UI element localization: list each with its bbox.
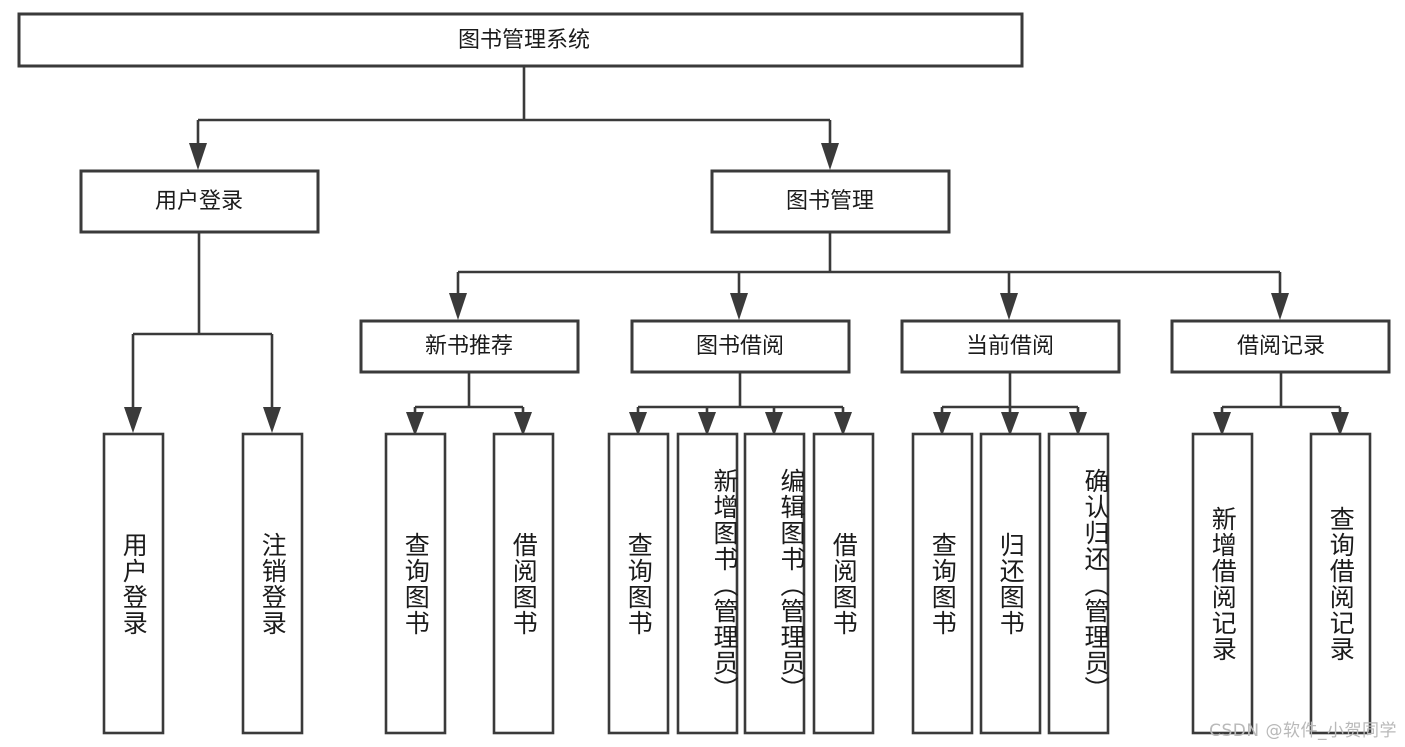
node-book-manage[interactable]: 图书管理 xyxy=(710,169,951,234)
node-book-manage-label: 图书管理 xyxy=(786,189,874,214)
connectors-book-manage-to-level2 xyxy=(449,232,1289,320)
leaf-borrow-book-2-box[interactable] xyxy=(812,432,875,735)
arrow-icon-to-leaf-query-record xyxy=(1331,412,1349,436)
node-book-borrow-box[interactable] xyxy=(630,319,851,374)
arrow-icon-to-leaf-return-book xyxy=(1001,412,1019,436)
node-user-login-label: 用户登录 xyxy=(155,189,243,214)
arrow-icon-to-current-borrow xyxy=(1000,293,1018,320)
node-new-book-recommend-box[interactable] xyxy=(359,319,580,374)
arrow-icon-to-book-borrow xyxy=(730,293,748,320)
node-root-box[interactable] xyxy=(17,12,1024,68)
node-current-borrow-label: 当前借阅 xyxy=(966,334,1054,359)
arrow-icon-to-leaf-user-login xyxy=(124,407,142,433)
arrow-icon-to-leaf-edit-book xyxy=(765,412,783,436)
node-root-label: 图书管理系统 xyxy=(458,28,590,53)
node-user-login[interactable]: 用户登录 xyxy=(79,169,320,234)
node-book-borrow[interactable]: 图书借阅 xyxy=(630,319,851,374)
leaf-confirm-return-box[interactable] xyxy=(1047,432,1110,735)
connectors-book-borrow-to-leaves xyxy=(629,372,852,436)
arrow-icon-to-book-manage xyxy=(821,143,839,170)
watermark: CSDN @软件_小贺同学 xyxy=(1209,721,1397,741)
arrow-icon-to-leaf-borrow-book-1 xyxy=(514,412,532,436)
arrow-icon-to-leaf-logout-login xyxy=(263,407,281,433)
node-borrow-record[interactable]: 借阅记录 xyxy=(1170,319,1391,374)
node-root[interactable]: 图书管理系统 xyxy=(17,12,1024,68)
leaf-query-book-1-box[interactable] xyxy=(384,432,447,735)
node-book-borrow-label: 图书借阅 xyxy=(696,334,784,359)
leaf-add-record-box[interactable] xyxy=(1191,432,1254,735)
node-current-borrow[interactable]: 当前借阅 xyxy=(900,319,1121,374)
arrow-icon-to-leaf-confirm-return xyxy=(1069,412,1087,436)
leaf-query-book-3-box[interactable] xyxy=(911,432,974,735)
node-borrow-record-box[interactable] xyxy=(1170,319,1391,374)
node-user-login-box[interactable] xyxy=(79,169,320,234)
arrow-icon-to-leaf-add-record xyxy=(1213,412,1231,436)
node-new-book-recommend-label: 新书推荐 xyxy=(425,334,513,359)
arrow-icon-to-borrow-record xyxy=(1271,293,1289,320)
node-current-borrow-box[interactable] xyxy=(900,319,1121,374)
leaf-add-book-box[interactable] xyxy=(676,432,739,735)
arrow-icon-to-user-login xyxy=(189,143,207,170)
connectors-new-book-recommend-to-leaves xyxy=(406,372,532,436)
node-book-manage-box[interactable] xyxy=(710,169,951,234)
arrow-icon-to-leaf-query-book-1 xyxy=(406,412,424,436)
leaf-query-book-2-box[interactable] xyxy=(607,432,670,735)
leaf-return-book-box[interactable] xyxy=(979,432,1042,735)
connectors-root-to-level1 xyxy=(189,66,839,170)
leaf-logout-login-box[interactable] xyxy=(241,432,304,735)
arrow-icon-to-leaf-borrow-book-2 xyxy=(834,412,852,436)
leaf-edit-book-box[interactable] xyxy=(743,432,806,735)
arrow-icon-to-leaf-add-book xyxy=(698,412,716,436)
connectors-borrow-record-to-leaves xyxy=(1213,372,1349,436)
node-new-book-recommend[interactable]: 新书推荐 xyxy=(359,319,580,374)
connectors-current-borrow-to-leaves xyxy=(933,372,1087,436)
connectors-user-login-to-leaves xyxy=(124,232,281,433)
leaf-user-login-box[interactable] xyxy=(102,432,165,735)
node-borrow-record-label: 借阅记录 xyxy=(1237,334,1325,359)
arrow-icon-to-leaf-query-book-3 xyxy=(933,412,951,436)
arrow-icon-to-new-book-recommend xyxy=(449,293,467,320)
arrow-icon-to-leaf-query-book-2 xyxy=(629,412,647,436)
leaf-borrow-book-1-box[interactable] xyxy=(492,432,555,735)
leaf-query-record-box[interactable] xyxy=(1309,432,1372,735)
leaf-boxes xyxy=(102,432,1372,735)
